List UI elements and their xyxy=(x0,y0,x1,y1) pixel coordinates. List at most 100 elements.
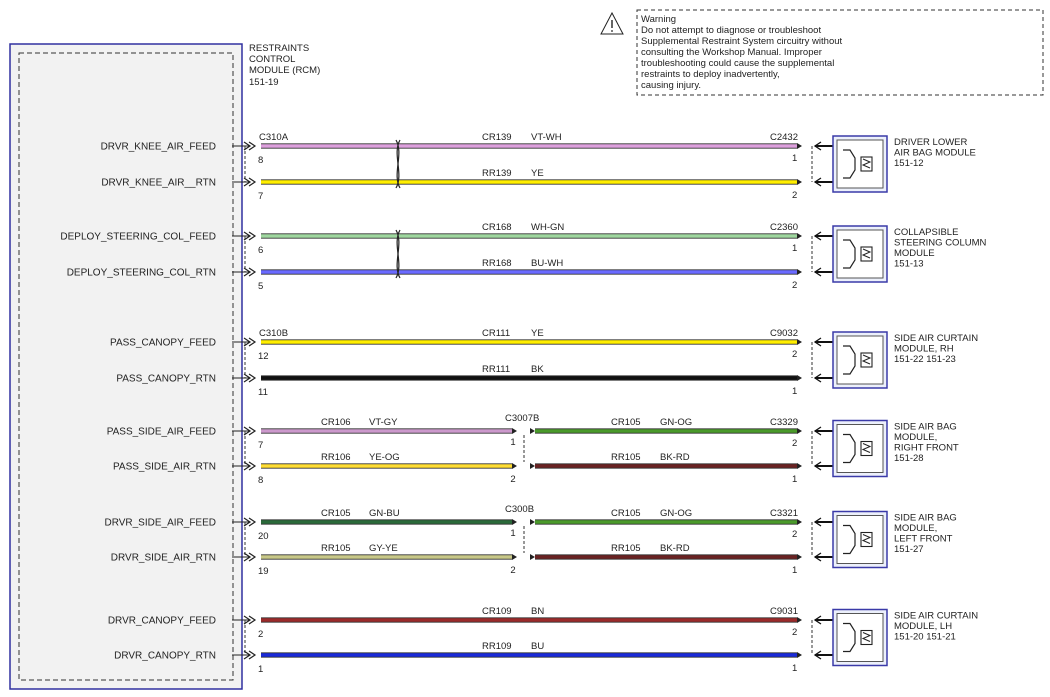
inline-connector-icon xyxy=(530,463,535,469)
module-label-line: 151-20 151-21 xyxy=(894,632,956,643)
rcm-label-line: MODULE (RCM) xyxy=(249,65,320,76)
wire-color-label: GN-BU xyxy=(369,508,400,519)
circuit-label: RR139 xyxy=(482,168,512,179)
far-pin-number: 2 xyxy=(792,280,797,291)
inline-pin-number: 1 xyxy=(510,437,515,448)
wire-color-label: WH-GN xyxy=(531,222,564,233)
pin-arrow-icon xyxy=(248,231,257,241)
circuit-label: RR105 xyxy=(611,543,641,554)
wire-color-label: GN-OG xyxy=(660,417,692,428)
signal-label: DRVR_CANOPY_FEED xyxy=(108,616,216,627)
module-lead-arrow-icon xyxy=(813,231,822,241)
pin-arrow-icon xyxy=(243,426,252,436)
far-pin-number: 2 xyxy=(792,529,797,540)
module-label-line: MODULE xyxy=(894,248,935,259)
signal-label: PASS_CANOPY_FEED xyxy=(110,338,216,349)
inline-connector-icon xyxy=(530,554,535,560)
inline-pin-number: 2 xyxy=(510,565,515,576)
module-lead-arrow-icon xyxy=(813,461,822,471)
module-label-line: AIR BAG MODULE xyxy=(894,148,976,159)
circuit-label: RR106 xyxy=(321,452,351,463)
far-connector-icon xyxy=(797,375,802,381)
squib-icon xyxy=(843,149,856,179)
far-connector-icon xyxy=(797,179,802,185)
pin-arrow-icon xyxy=(248,552,257,562)
pin-arrow-icon xyxy=(243,650,252,660)
pin-arrow-icon xyxy=(243,231,252,241)
pin-arrow-icon xyxy=(248,615,257,625)
warning-line: restraints to deploy inadvertently, xyxy=(641,69,780,80)
squib-zigzag-icon xyxy=(861,354,872,365)
wire-color-label: BN xyxy=(531,606,544,617)
wire-color-label: YE xyxy=(531,328,544,339)
signal-label: PASS_CANOPY_RTN xyxy=(116,374,216,385)
module-lead-arrow-icon xyxy=(813,552,822,562)
wire-color-label: BU xyxy=(531,641,544,652)
pin-arrow-icon xyxy=(243,517,252,527)
inline-connector-icon xyxy=(512,554,517,560)
circuit-label: RR105 xyxy=(611,452,641,463)
pin-arrow-icon xyxy=(248,373,257,383)
warning-box xyxy=(636,9,1044,96)
wire-color-label: BK-RD xyxy=(660,452,690,463)
module-label-line: 151-13 xyxy=(894,259,924,270)
signal-label: DEPLOY_STEERING_COL_FEED xyxy=(60,232,216,243)
far-connector-icon xyxy=(797,428,802,434)
circuit-label: RR111 xyxy=(482,364,510,375)
signal-label: DEPLOY_STEERING_COL_RTN xyxy=(67,268,216,279)
wire-color-label: GY-YE xyxy=(369,543,398,554)
module-lead-arrow-icon xyxy=(813,141,822,151)
inline-connector-icon xyxy=(512,519,517,525)
wire-color-label: BK xyxy=(531,364,544,375)
far-pin-number: 2 xyxy=(792,349,797,360)
far-pin-number: 1 xyxy=(792,386,797,397)
signal-label: PASS_SIDE_AIR_FEED xyxy=(107,427,216,438)
warning-block: Warning Do not attempt to diagnose or tr… xyxy=(600,9,1044,96)
module-label-line: SIDE AIR BAG xyxy=(894,422,957,433)
pin-arrow-icon xyxy=(248,337,257,347)
module-label-line: MODULE, LH xyxy=(894,621,952,632)
rcm-pin-number: 7 xyxy=(258,440,263,451)
pin-arrow-icon xyxy=(243,552,252,562)
circuit-label: CR139 xyxy=(482,132,512,143)
airbag-module-inner xyxy=(836,229,884,279)
warning-line: Do not attempt to diagnose or troublesho… xyxy=(641,25,821,36)
module-label-line: MODULE, RH xyxy=(894,344,954,355)
warning-line: Supplemental Restraint System circuitry … xyxy=(641,36,843,47)
far-pin-number: 2 xyxy=(792,190,797,201)
module-label-line: MODULE, xyxy=(894,432,937,443)
rcm-pin-number: 20 xyxy=(258,531,269,542)
rcm-label-line: 151-19 xyxy=(249,77,279,88)
far-connector-icon xyxy=(797,339,802,345)
twisted-pair-icon xyxy=(395,229,401,279)
signal-label: DRVR_KNEE_AIR_FEED xyxy=(101,142,216,153)
pin-arrow-icon xyxy=(248,267,257,277)
pin-arrow-icon xyxy=(248,517,257,527)
pin-arrow-icon xyxy=(248,426,257,436)
far-connector-label: C2360 xyxy=(770,222,798,233)
far-connector-label: C3329 xyxy=(770,417,798,428)
inline-pin-number: 2 xyxy=(510,474,515,485)
warning-line: consulting the Workshop Manual. Improper xyxy=(641,47,822,58)
pin-arrow-icon xyxy=(248,650,257,660)
pin-arrow-icon xyxy=(243,373,252,383)
squib-zigzag-icon xyxy=(861,158,872,169)
squib-icon xyxy=(843,524,856,555)
rcm-pin-number: 2 xyxy=(258,629,263,640)
far-pin-number: 1 xyxy=(792,243,797,254)
far-pin-number: 1 xyxy=(792,153,797,164)
rcm-module-inner-border xyxy=(18,52,234,681)
wire-color-label: VT-GY xyxy=(369,417,398,428)
warning-line: causing injury. xyxy=(641,80,701,91)
module-label-line: 151-28 xyxy=(894,453,924,464)
module-lead-arrow-icon xyxy=(813,337,822,347)
far-connector-label: C2432 xyxy=(770,132,798,143)
module-lead-arrow-icon xyxy=(813,267,822,277)
wire-color-label: BU-WH xyxy=(531,258,563,269)
module-label-line: RIGHT FRONT xyxy=(894,443,959,454)
inline-connector-icon xyxy=(530,428,535,434)
far-pin-number: 2 xyxy=(792,627,797,638)
module-label-line: SIDE AIR CURTAIN xyxy=(894,611,978,622)
